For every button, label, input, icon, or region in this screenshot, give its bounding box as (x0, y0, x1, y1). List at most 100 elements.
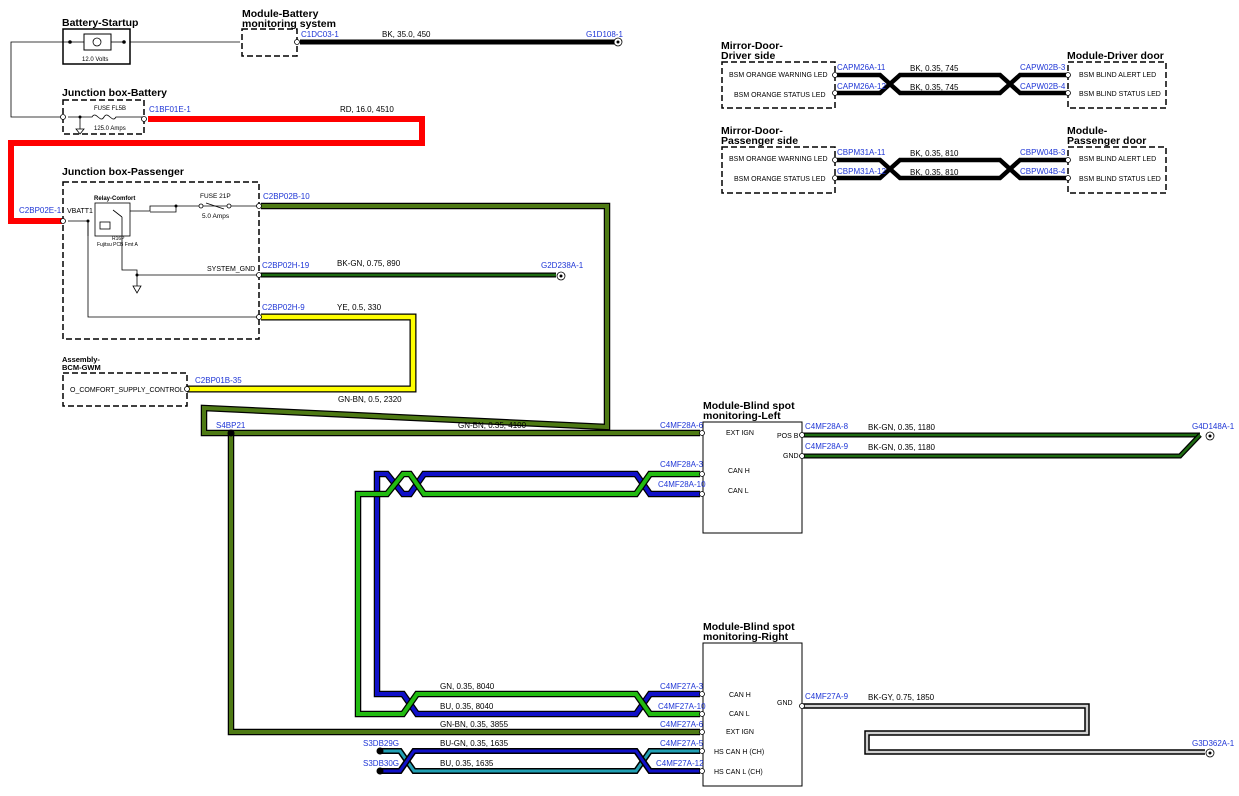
conn-cbpw04b-3: CBPW04B-3 (1020, 148, 1066, 157)
bsm-left-box (702, 421, 803, 534)
conn-c4mf28a-3: C4MF28A-3 (660, 460, 704, 469)
pin-system-gnd: SYSTEM_GND (207, 266, 255, 273)
wire-gnbn-right (227, 433, 700, 736)
bsm-right-title-2: monitoring-Right (703, 631, 789, 643)
driver-door-pin2: BSM BLIND STATUS LED (1079, 91, 1161, 98)
wire-gnd-left (803, 433, 1202, 459)
battery-neg-lead (10, 41, 68, 118)
driver-door-box (1067, 61, 1167, 109)
wire-label-r-bu: BU, 0.35, 8040 (440, 702, 494, 711)
conn-capm26a-12: CAPM26A-12 (837, 82, 886, 91)
wires (8, 39, 1205, 774)
module-passenger-door: Module- Passenger door BSM BLIND ALERT L… (1065, 125, 1167, 194)
jb-battery-title: Junction box-Battery (62, 87, 167, 99)
wire-label-battery-bk: BK, 35.0, 450 (382, 30, 431, 39)
wire-gnbn-loop (200, 202, 700, 437)
conn-cbpw04b-4: CBPW04B-4 (1020, 167, 1066, 176)
passenger-door-box (1067, 146, 1167, 194)
mirror-passenger-pin1: BSM ORANGE WARNING LED (729, 156, 828, 163)
battery-startup: Battery-Startup 12.0 Volts (10, 17, 240, 118)
bsm-right-box (702, 642, 803, 787)
conn-c4mf28a-10: C4MF28A-10 (658, 480, 706, 489)
module-driver-door: Module-Driver door BSM BLIND ALERT LED B… (1065, 50, 1167, 109)
battery-box (62, 28, 131, 65)
mirror-passenger-title-1: Mirror-Door- (721, 125, 783, 137)
conn-c4mf28a-9: C4MF28A-9 (805, 442, 849, 451)
conn-s4bp21: S4BP21 (216, 421, 246, 430)
mirror-driver-title-2: Driver side (721, 50, 775, 62)
bsm-right-hs-can-l: HS CAN L (CH) (714, 769, 763, 776)
driver-door-pin1: BSM BLIND ALERT LED (1079, 72, 1156, 79)
jb-passenger-title: Junction box-Passenger (62, 166, 184, 178)
wire-label-gnbn-2320: GN-BN, 0.5, 2320 (338, 395, 402, 404)
conn-c4mf27a-12: C4MF27A-12 (656, 759, 704, 768)
module-battery-box (241, 28, 298, 57)
splice-s4bp21: S4BP21 GN-BN, 0.35, 4100 (216, 421, 527, 437)
ground-symbol-icon (75, 117, 85, 135)
bcm-title-1: Assembly- (62, 355, 100, 364)
wire-label-pas-2: BK, 0.35, 810 (910, 168, 959, 177)
conn-c2bp02h-19: C2BP02H-19 (262, 261, 310, 270)
conn-c4mf27a-5: C4MF27A-5 (660, 739, 704, 748)
bsm-left-title-1: Module-Blind spot (703, 400, 795, 412)
bsm-right-hs-can-h: HS CAN H (CH) (714, 749, 764, 756)
wire-label-sysgnd: BK-GN, 0.75, 890 (337, 259, 401, 268)
mirror-driver-pin1: BSM ORANGE WARNING LED (729, 72, 828, 79)
wire-yellow (187, 313, 417, 393)
conn-cbpm31a-11: CBPM31A-11 (837, 148, 886, 157)
wire-can-green (354, 470, 700, 718)
conn-capm26a-11: CAPM26A-11 (837, 63, 886, 72)
wire-label-posb: BK-GN, 0.35, 1180 (868, 423, 936, 432)
mirror-passenger-box (721, 146, 836, 194)
conn-c1dc03-1: C1DC03-1 (301, 30, 339, 39)
conn-c4mf27a-10: C4MF27A-10 (658, 702, 706, 711)
bsm-left-can-h: CAN H (728, 468, 750, 475)
module-bsm-left: Module-Blind spot monitoring-Left EXT IG… (658, 400, 1235, 534)
battery-voltage: 12.0 Volts (82, 57, 108, 63)
bsm-left-pos-b: POS B (777, 433, 799, 440)
module-bsm-right: Module-Blind spot monitoring-Right CAN H… (363, 621, 1235, 787)
wire-label-ye: YE, 0.5, 330 (337, 303, 382, 312)
junction-box-battery: Junction box-Battery FUSE FL5B 125.0 Amp… (60, 87, 394, 135)
wire-hscan-h (380, 748, 700, 774)
wire-label-gnd-left: BK-GN, 0.35, 1180 (868, 443, 936, 452)
mirror-driver-pin2: BSM ORANGE STATUS LED (734, 92, 826, 99)
wire-label-r-bugn: BU-GN, 0.35, 1635 (440, 739, 509, 748)
wire-label-r-gnbn: GN-BN, 0.35, 3855 (440, 720, 509, 729)
pin-vbatt1: VBATT1 (67, 208, 93, 215)
junction-box-passenger: Junction box-Passenger C2BP02E-1 VBATT1 … (19, 166, 584, 340)
wire-red-power (8, 116, 425, 224)
conn-c4mf27a-9: C4MF27A-9 (805, 692, 849, 701)
relay-comfort-icon (94, 202, 131, 237)
passenger-door-pin1: BSM BLIND ALERT LED (1079, 156, 1156, 163)
conn-c1bf01e-1: C1BF01E-1 (149, 105, 191, 114)
passenger-door-pin2: BSM BLIND STATUS LED (1079, 176, 1161, 183)
conn-capw02b-4: CAPW02B-4 (1020, 82, 1066, 91)
wire-label-r-bu2: BU, 0.35, 1635 (440, 759, 494, 768)
bsm-right-ext-ign: EXT IGN (726, 729, 754, 736)
bsm-right-title-1: Module-Blind spot (703, 621, 795, 633)
splice-s3db29g-icon (376, 747, 384, 755)
module-battery-title-1: Module-Battery (242, 8, 319, 20)
conn-cbpm31a-12: CBPM31A-12 (837, 167, 886, 176)
conn-capw02b-3: CAPW02B-3 (1020, 63, 1066, 72)
mirror-driver-box (721, 61, 836, 109)
ground-jb-icon (132, 275, 142, 294)
wire-label-pas-1: BK, 0.35, 810 (910, 149, 959, 158)
relay-comfort-label: Relay-Comfort (94, 196, 135, 202)
bsm-left-can-l: CAN L (728, 488, 749, 495)
module-battery-monitoring: Module-Battery monitoring system C1DC03-… (241, 8, 623, 57)
bsm-left-gnd: GND (783, 453, 799, 460)
fuse-fl5b-rating: 125.0 Amps (94, 126, 126, 132)
bsm-right-can-h: CAN H (729, 692, 751, 699)
wire-label-bkgy: BK-GY, 0.75, 1850 (868, 693, 935, 702)
jb-passenger-box (62, 181, 260, 340)
wire-label-rd: RD, 16.0, 4510 (340, 105, 394, 114)
splice-s3db30g-icon (376, 767, 384, 775)
mirror-passenger-pin2: BSM ORANGE STATUS LED (734, 176, 826, 183)
battery-cell-icon (92, 37, 102, 47)
pin-comfort-supply: O_COMFORT_SUPPLY_CONTROL (70, 387, 184, 394)
wire-hscan-l (380, 748, 700, 774)
fuse-21p-rating: 5.0 Amps (202, 213, 230, 220)
